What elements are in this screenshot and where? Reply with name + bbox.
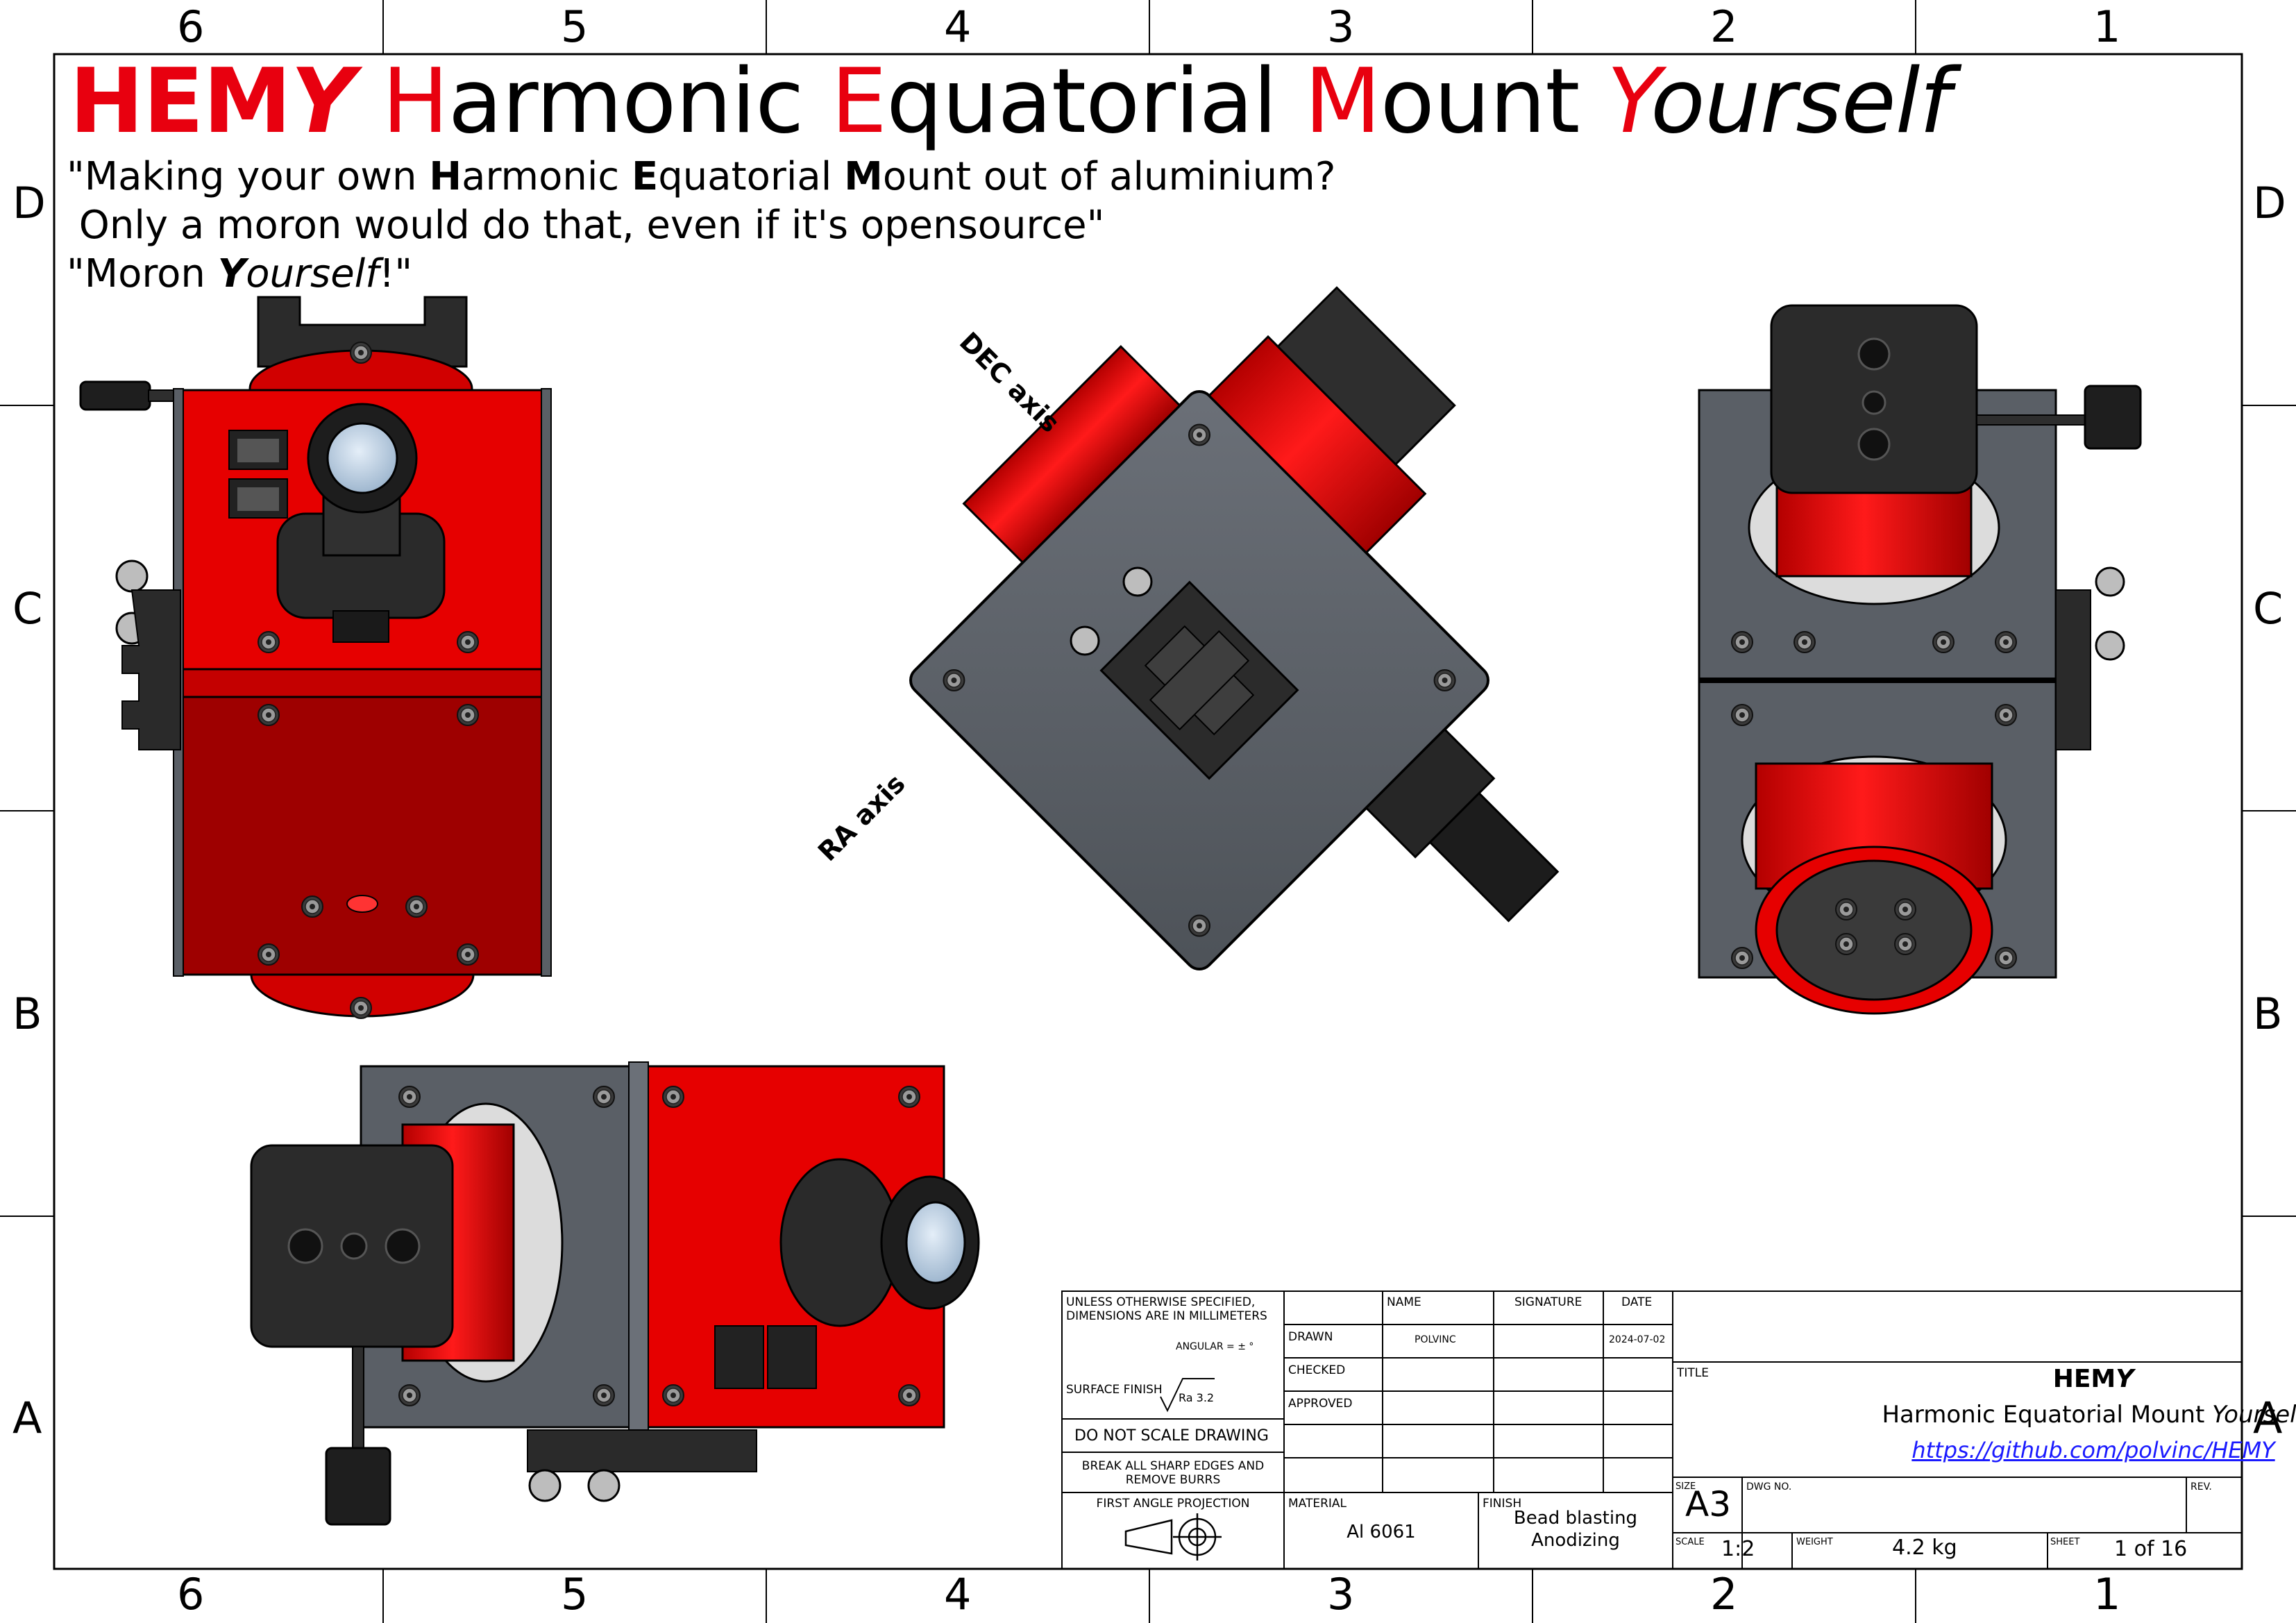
general-note-1: UNLESS OTHERWISE SPECIFIED, [1066, 1295, 1256, 1309]
side-view-right [1698, 304, 2142, 1015]
zone-col-top-6: 6 [177, 1, 205, 52]
zone-row-left-B: B [12, 989, 42, 1039]
quote3-pre: "Moron [67, 251, 218, 296]
quote1-h: H [429, 154, 462, 199]
row-approved-label: APPROVED [1288, 1397, 1353, 1411]
zone-col-bottom-1: 1 [2093, 1569, 2121, 1620]
general-note-2: DIMENSIONS ARE IN MILLIMETERS [1066, 1309, 1267, 1323]
isometric-view-center [909, 286, 1560, 970]
quote-line-1: "Making your own Harmonic Equatorial Mou… [67, 154, 1335, 199]
finish-value-2: Anodizing [1531, 1530, 1620, 1551]
rev-label: REV. [2191, 1481, 2212, 1492]
material-value: Al 6061 [1347, 1522, 1416, 1542]
break-edges-note-1: BREAK ALL SHARP EDGES AND [1081, 1459, 1265, 1473]
scale-value: 1:2 [1721, 1537, 1755, 1561]
finish-label: FINISH [1483, 1497, 1522, 1511]
sheet-label: SHEET [2050, 1537, 2080, 1547]
quote-line-2: Only a moron would do that, even if it's… [67, 203, 1105, 248]
title-m: M [1304, 50, 1381, 153]
scale-label: SCALE [1675, 1537, 1705, 1547]
title-h: H [382, 50, 448, 153]
top-view-bottom [250, 1061, 980, 1526]
zone-col-bottom-3: 3 [1327, 1569, 1355, 1620]
title-acronym: HEM [69, 50, 292, 153]
zone-row-right-D: D [2253, 178, 2286, 228]
projection-label: FIRST ANGLE PROJECTION [1096, 1497, 1250, 1511]
title-acronym-y: Y [290, 50, 355, 153]
zone-col-top-3: 3 [1327, 1, 1355, 52]
title-e: E [831, 50, 887, 153]
title-block-name: HEMY [1674, 1365, 2296, 1393]
surface-finish-symbol [1160, 1378, 1215, 1413]
title-block-url-row: https://github.com/polvinc/HEMY [1674, 1437, 2296, 1463]
zone-row-left-C: C [12, 583, 43, 634]
quote3-y: Y [217, 251, 246, 296]
quote1-post: ount out of aluminium? [882, 154, 1336, 199]
title-y: Y [1607, 50, 1651, 153]
zone-col-top-2: 2 [1710, 1, 1738, 52]
weight-label: WEIGHT [1796, 1537, 1833, 1547]
surface-finish-label: SURFACE FINISH [1066, 1383, 1163, 1397]
col-date-header: DATE [1621, 1295, 1653, 1309]
zone-row-right-C: C [2253, 583, 2284, 634]
tb-desc-y: Yourself [2212, 1401, 2296, 1429]
zone-row-right-A: A [2253, 1393, 2283, 1443]
size-value: A3 [1685, 1484, 1732, 1524]
zone-row-left-A: A [12, 1393, 42, 1443]
drawn-by-name: POLVINC [1415, 1334, 1456, 1345]
break-edges-note-2: REMOVE BURRS [1125, 1473, 1221, 1487]
quote3-post: !" [378, 251, 413, 296]
title-block-grid [1061, 1290, 2243, 1570]
quote1-quatorial: quatorial [658, 154, 845, 199]
size-label: SIZE [1675, 1481, 1696, 1492]
quote-line-3: "Moron Yourself!" [67, 251, 412, 296]
zone-col-bottom-2: 2 [1710, 1569, 1738, 1620]
row-drawn-label: DRAWN [1288, 1330, 1333, 1344]
front-view-left [79, 296, 552, 1019]
zone-row-right-B: B [2253, 989, 2283, 1039]
project-url-link[interactable]: https://github.com/polvinc/HEMY [1911, 1437, 2275, 1463]
drawing-title: HEMY Harmonic Equatorial Mount Yourself [69, 50, 1950, 153]
angular-tolerance: ANGULAR = ± ° [1176, 1341, 1254, 1352]
zone-row-left-D: D [12, 178, 46, 228]
do-not-scale-note: DO NOT SCALE DRAWING [1074, 1427, 1269, 1445]
sheet-value: 1 of 16 [2114, 1537, 2188, 1561]
title-quatorial: quatorial [886, 50, 1305, 153]
tb-desc: Harmonic Equatorial Mount [1882, 1401, 2213, 1429]
finish-value-1: Bead blasting [1513, 1508, 1638, 1529]
title-block-description: Harmonic Equatorial Mount Yourself [1674, 1401, 2296, 1429]
quote1-e: E [631, 154, 659, 199]
title-armonic: armonic [448, 50, 832, 153]
zone-col-top-1: 1 [2093, 1, 2121, 52]
dwg-no-label: DWG NO. [1746, 1481, 1792, 1492]
tb-name-y: Y [2116, 1365, 2134, 1393]
tb-name-hem: HEM [2052, 1365, 2116, 1393]
title-ourself: ourself [1651, 50, 1950, 153]
zone-col-bottom-4: 4 [944, 1569, 972, 1620]
material-label: MATERIAL [1288, 1497, 1347, 1511]
first-angle-projection-symbol [1124, 1513, 1222, 1561]
zone-col-bottom-6: 6 [177, 1569, 205, 1620]
col-signature-header: SIGNATURE [1514, 1295, 1582, 1309]
title-ount: ount [1380, 50, 1607, 153]
zone-col-top-4: 4 [944, 1, 972, 52]
quote1-pre: "Making your own [67, 154, 430, 199]
drawn-date: 2024-07-02 [1609, 1334, 1666, 1345]
surface-finish-value: Ra 3.2 [1179, 1391, 1215, 1404]
quote1-m: M [844, 154, 883, 199]
quote3-ourself: ourself [246, 251, 379, 296]
zone-col-bottom-5: 5 [561, 1569, 589, 1620]
col-name-header: NAME [1387, 1295, 1421, 1309]
quote1-armonic: armonic [462, 154, 632, 199]
zone-col-top-5: 5 [561, 1, 589, 52]
title-label: TITLE [1677, 1366, 1709, 1380]
row-checked-label: CHECKED [1288, 1363, 1346, 1377]
weight-value: 4.2 kg [1892, 1536, 1957, 1560]
